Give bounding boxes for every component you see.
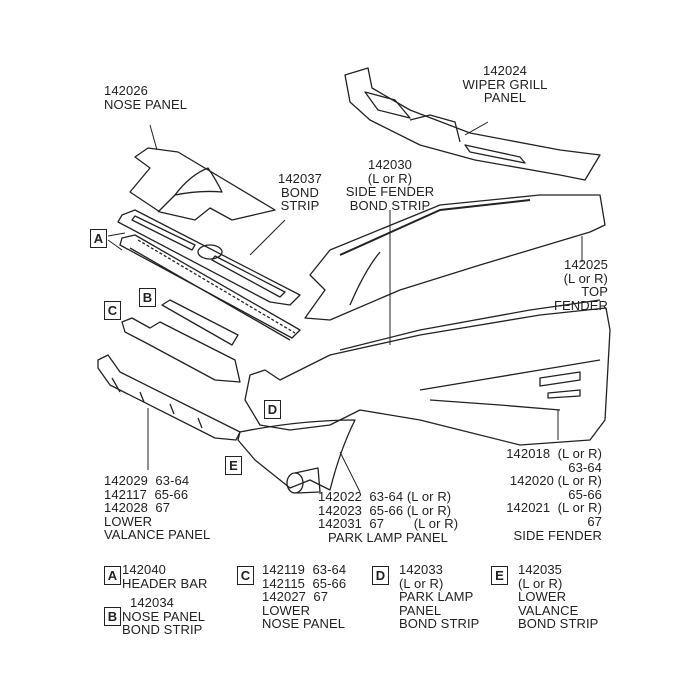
legend-marker-c: C <box>237 566 254 585</box>
part-number: 142029 63-64 <box>104 473 190 488</box>
part-number: 142119 63-64 <box>262 562 347 577</box>
part-name: BOND <box>281 184 319 200</box>
part-number: 142021 (L or R) <box>506 500 602 516</box>
part-number: 142027 67 <box>262 589 329 605</box>
part-number: 142040 <box>122 562 166 577</box>
side-fender-drawing <box>244 299 611 446</box>
part-number: 142117 65-66 <box>104 486 189 502</box>
top-fender-drawing <box>304 194 606 321</box>
part-number: 142026 <box>104 83 148 98</box>
part-name: BOND STRIP <box>518 616 599 632</box>
part-name: VALANCE PANEL <box>104 527 211 543</box>
side: (L or R) <box>367 170 413 186</box>
part-name: NOSE PANEL <box>262 616 346 632</box>
year: 65-66 <box>568 486 602 502</box>
part-name: SIDE FENDER <box>345 184 435 200</box>
part-number: 142024 <box>483 63 527 78</box>
leader-lines <box>107 121 583 493</box>
marker-c: C <box>104 301 121 320</box>
marker-a: A <box>90 229 107 248</box>
part-number: 142115 65-66 <box>262 575 347 591</box>
part-number: 142030 <box>368 157 412 172</box>
legend-marker-b: B <box>104 607 121 626</box>
part-name: TOP <box>581 284 608 300</box>
side: (L or R) <box>563 270 608 286</box>
part-number: 142022 63-64 (L or R) <box>318 489 452 504</box>
year: 67 <box>587 513 602 529</box>
part-name: PARK LAMP <box>399 589 474 605</box>
part-number: 142031 67 (L or R) <box>318 516 459 532</box>
lower-nose-panel-drawing <box>121 317 241 383</box>
year: 63-64 <box>568 459 602 475</box>
nose-panel-bond-strip-drawing <box>161 299 239 346</box>
part-number: 142018 (L or R) <box>506 446 602 461</box>
park-lamp-panel-drawing <box>237 419 356 494</box>
part-name: STRIP <box>280 198 320 214</box>
legend-marker-a: A <box>104 566 121 585</box>
part-number: 142023 65-66 (L or R) <box>318 502 452 518</box>
part-number: 142033 <box>399 562 443 577</box>
nose-panel-drawing <box>129 147 276 221</box>
part-number: 142035 <box>518 562 562 577</box>
header-bar-drawing <box>119 234 301 341</box>
callout-park-lamp-panel: 142022 63-64 (L or R)142023 65-66 (L or … <box>318 490 458 544</box>
legend-marker-e: E <box>491 566 508 585</box>
legend-marker-d: D <box>372 566 389 585</box>
part-name: PANEL <box>399 602 442 618</box>
marker-d: D <box>264 400 281 419</box>
part-name: BOND STRIP <box>399 616 480 632</box>
side: (L or R) <box>399 575 444 591</box>
part-name: SIDE FENDER <box>513 527 602 543</box>
part-number: 142037 <box>278 171 322 186</box>
part-name: WIPER GRILL <box>462 76 548 92</box>
part-name: PARK LAMP PANEL <box>328 529 448 545</box>
part-name: VALANCE <box>518 602 579 618</box>
marker-e: E <box>225 456 242 475</box>
lower-valance-panel-drawing <box>97 354 241 441</box>
bond-strip-drawing <box>117 209 301 306</box>
part-number: 142020 (L or R) <box>509 473 602 489</box>
part-name: PANEL <box>483 90 527 106</box>
part-name: BOND STRIP <box>349 197 431 213</box>
part-name: NOSE PANEL <box>104 96 188 112</box>
part-number: 142028 67 <box>104 500 171 516</box>
part-name: LOWER <box>518 589 567 605</box>
part-number: 142034 <box>130 595 174 610</box>
part-name: BOND STRIP <box>122 622 203 638</box>
part-name: LOWER <box>104 513 153 529</box>
part-name: LOWER <box>262 602 311 618</box>
part-name: FENDER <box>553 297 608 313</box>
wiper-grill-panel-drawing <box>344 67 601 181</box>
part-name: HEADER BAR <box>122 575 208 591</box>
part-name: NOSE PANEL <box>122 608 206 624</box>
marker-b: B <box>139 288 156 307</box>
part-number: 142025 <box>564 257 608 272</box>
side: (L or R) <box>518 575 563 591</box>
